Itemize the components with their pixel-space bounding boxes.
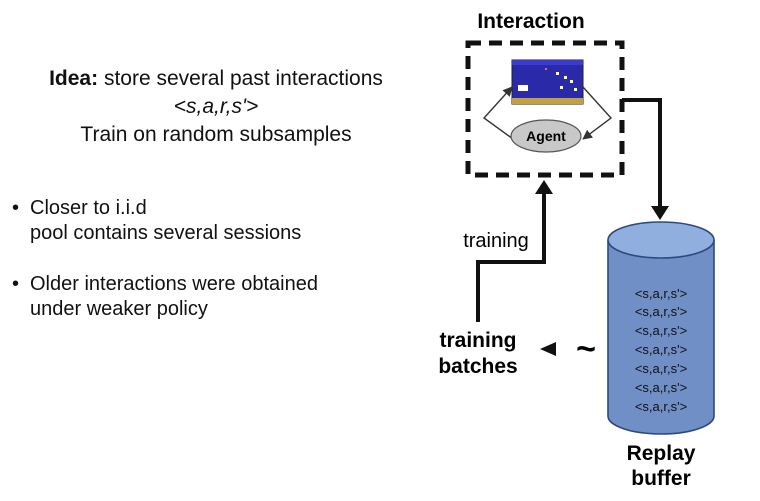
slide-text: Idea: store several past interactions <s… bbox=[12, 66, 418, 320]
sampling-tilde: ~ bbox=[576, 330, 596, 368]
action-arrow bbox=[582, 86, 613, 140]
observation-arrow bbox=[482, 86, 514, 140]
buffer-entry: <s,a,r,s'> bbox=[635, 304, 687, 319]
training-arrow-line bbox=[476, 192, 546, 322]
buffer-title-2: buffer bbox=[631, 467, 691, 490]
buffer-entry: <s,a,r,s'> bbox=[635, 342, 687, 357]
training-arrow-head bbox=[535, 180, 553, 194]
interaction-box bbox=[465, 40, 625, 178]
idea-text: store several past interactions bbox=[103, 67, 383, 90]
agent-ellipse bbox=[510, 119, 582, 153]
store-arrow-line bbox=[622, 98, 662, 208]
buffer-entry: <s,a,r,s'> bbox=[635, 380, 687, 395]
sample-arrow-head bbox=[540, 342, 556, 356]
idea-label: Idea: bbox=[49, 67, 99, 90]
batches-label-1: training bbox=[440, 329, 517, 352]
game-screen-icon bbox=[511, 59, 584, 105]
buffer-entry: <s,a,r,s'> bbox=[635, 323, 687, 338]
replay-buffer-cylinder bbox=[607, 221, 715, 435]
buffer-entries: <s,a,r,s'> <s,a,r,s'> <s,a,r,s'> <s,a,r,… bbox=[635, 286, 687, 414]
buffer-entry: <s,a,r,s'> bbox=[635, 399, 687, 414]
bullet-dot: • bbox=[12, 197, 20, 219]
idea-tuple: <s,a,r,s'> bbox=[173, 95, 259, 118]
buffer-title-1: Replay bbox=[627, 442, 696, 465]
idea-line-3: Train on random subsamples bbox=[80, 123, 352, 146]
agent-label: Agent bbox=[526, 128, 566, 144]
buffer-entry: <s,a,r,s'> bbox=[635, 286, 687, 301]
training-label: training bbox=[463, 230, 529, 252]
bullet-text: Older interactions were obtained bbox=[30, 273, 318, 295]
bullet-text: Closer to i.i.d bbox=[30, 197, 147, 219]
bullet-text: under weaker policy bbox=[30, 298, 208, 320]
bullet-text: pool contains several sessions bbox=[30, 222, 302, 244]
interaction-title: Interaction bbox=[477, 10, 584, 33]
bullet-dot: • bbox=[12, 273, 20, 295]
buffer-entry: <s,a,r,s'> bbox=[635, 361, 687, 376]
idea-line-1: Idea: store several past interactions bbox=[14, 66, 418, 92]
batches-label-2: batches bbox=[438, 355, 517, 378]
store-arrow-head bbox=[651, 206, 669, 220]
